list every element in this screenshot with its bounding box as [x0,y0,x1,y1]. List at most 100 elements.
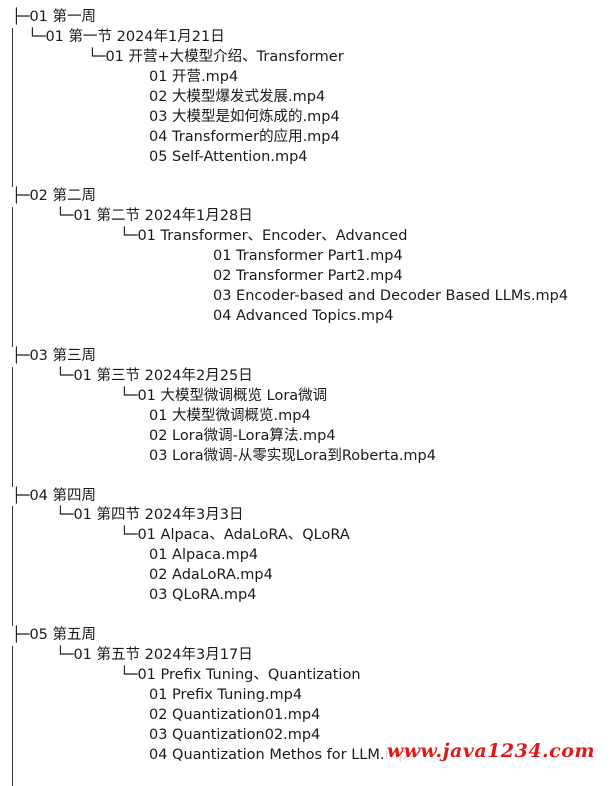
tree-item-label: └─01 第一节 2024年1月21日 [28,28,225,45]
tree-connector-line [12,67,13,88]
tree-row: 05 Self-Attention.mp4 [0,147,611,168]
tree-item-label: └─01 大模型微调概览 Lora微调 [120,387,328,404]
tree-connector-line [12,586,13,607]
tree-row: └─01 大模型微调概览 Lora微调 [0,386,611,407]
tree-row: 02 Lora微调-Lora算法.mp4 [0,426,611,447]
tree-connector-line [12,765,13,786]
tree-item-label: 03 Lora微调-从零实现Lora到Roberta.mp4 [149,447,436,464]
tree-row-spacer [0,765,611,786]
tree-connector-line [12,87,13,108]
tree-row: ├─01 第一周 [0,8,611,28]
tree-connector-line [12,47,13,68]
tree-item-label: 01 开营.mp4 [149,68,239,85]
tree-row: 03 Encoder-based and Decoder Based LLMs.… [0,287,611,308]
tree-row: ├─04 第四周 [0,487,611,507]
tree-item-label: 01 Transformer Part1.mp4 [213,248,403,265]
tree-connector-line [12,287,13,308]
tree-row: └─01 Alpaca、AdaLoRA、QLoRA [0,526,611,547]
tree-item-label: 01 Prefix Tuning.mp4 [149,686,303,703]
tree-item-label: ├─03 第三周 [12,347,97,364]
tree-item-label: └─01 第五节 2024年3月17日 [56,647,253,663]
tree-item-label: ├─04 第四周 [12,487,97,504]
tree-connector-line [12,247,13,268]
tree-item-label: 01 大模型微调概览.mp4 [149,407,311,424]
tree-row: 03 Quantization02.mp4 [0,725,611,746]
tree-row: └─01 第五节 2024年3月17日 [0,646,611,666]
tree-connector-line [12,386,13,407]
tree-connector-line [12,27,13,48]
tree-item-label: 03 Encoder-based and Decoder Based LLMs.… [213,288,569,305]
tree-connector-line [12,207,13,228]
tree-item-label: 04 Quantization Methos for LLM.mp4 [149,746,418,763]
tree-item-label: 02 大模型爆发式发展.mp4 [149,88,326,105]
tree-row: └─01 Prefix Tuning、Quantization [0,665,611,686]
tree-item-label: └─01 第四节 2024年3月3日 [56,507,244,524]
tree-row: ├─02 第二周 [0,187,611,207]
tree-item-label: 02 Transformer Part2.mp4 [213,268,403,285]
tree-item-label: ├─01 第一周 [12,9,97,25]
tree-row: 01 Prefix Tuning.mp4 [0,685,611,706]
tree-connector-line [12,745,13,766]
tree-row-spacer [0,466,611,487]
tree-row: 01 开营.mp4 [0,67,611,88]
tree-row: └─01 第一节 2024年1月21日 [0,27,611,48]
tree-connector-line [12,646,13,666]
tree-row: └─01 第三节 2024年2月25日 [0,366,611,387]
tree-connector-line [12,546,13,567]
tree-row-spacer [0,167,611,188]
tree-row: └─01 第四节 2024年3月3日 [0,506,611,527]
tree-item-label: 03 QLoRA.mp4 [149,587,257,604]
tree-item-label: 03 大模型是如何炼成的.mp4 [149,108,340,125]
tree-item-label: └─01 开营+大模型介绍、Transformer [88,48,344,65]
tree-row: 02 Quantization01.mp4 [0,705,611,726]
tree-row: └─01 第二节 2024年1月28日 [0,207,611,228]
tree-item-label: └─01 Prefix Tuning、Quantization [120,666,361,683]
tree-item-label: ├─02 第二周 [12,188,97,205]
tree-connector-line [12,606,13,627]
tree-row: 02 大模型爆发式发展.mp4 [0,87,611,108]
tree-row: └─01 开营+大模型介绍、Transformer [0,47,611,68]
tree-connector-line [12,725,13,746]
tree-item-label: └─01 第三节 2024年2月25日 [56,367,253,384]
tree-item-label: 02 Lora微调-Lora算法.mp4 [149,427,336,444]
tree-connector-line [12,366,13,387]
tree-row: 01 大模型微调概览.mp4 [0,406,611,427]
tree-item-label: 02 AdaLoRA.mp4 [149,567,273,584]
tree-item-label: └─01 第二节 2024年1月28日 [56,208,253,225]
tree-connector-line [12,665,13,686]
tree-connector-line [12,446,13,467]
tree-row: 02 Transformer Part2.mp4 [0,267,611,288]
tree-row: ├─03 第三周 [0,347,611,367]
tree-connector-line [12,506,13,527]
tree-connector-line [12,127,13,148]
tree-row: 03 QLoRA.mp4 [0,586,611,607]
tree-connector-line [12,107,13,128]
tree-row: 04 Advanced Topics.mp4 [0,307,611,327]
tree-row-spacer [0,606,611,627]
tree-item-label: 01 Alpaca.mp4 [149,547,259,564]
tree-connector-line [12,307,13,327]
tree-connector-line [12,466,13,487]
tree-item-label: 03 Quantization02.mp4 [149,726,321,743]
tree-connector-line [12,167,13,188]
tree-row: 02 AdaLoRA.mp4 [0,566,611,587]
tree-item-label: 05 Self-Attention.mp4 [149,148,308,165]
tree-connector-line [12,705,13,726]
tree-item-label: └─01 Alpaca、AdaLoRA、QLoRA [120,527,350,544]
watermark: www.java1234.com [384,740,597,762]
tree-row: 01 Alpaca.mp4 [0,546,611,567]
tree-row: ├─05 第五周 [0,626,611,646]
tree-connector-line [12,327,13,347]
tree-connector-line [12,566,13,587]
tree-item-label: ├─05 第五周 [12,627,97,644]
tree-item-label: 04 Advanced Topics.mp4 [213,308,394,325]
tree-row: └─01 Transformer、Encoder、Advanced [0,227,611,248]
tree-connector-line [12,526,13,547]
tree-row: 01 Transformer Part1.mp4 [0,247,611,268]
tree-item-label: 02 Quantization01.mp4 [149,706,321,723]
tree-item-label: 04 Transformer的应用.mp4 [149,128,340,145]
tree-connector-line [12,406,13,427]
tree-row: 03 Lora微调-从零实现Lora到Roberta.mp4 [0,446,611,467]
tree-item-label: └─01 Transformer、Encoder、Advanced [120,228,408,245]
tree-connector-line [12,426,13,447]
